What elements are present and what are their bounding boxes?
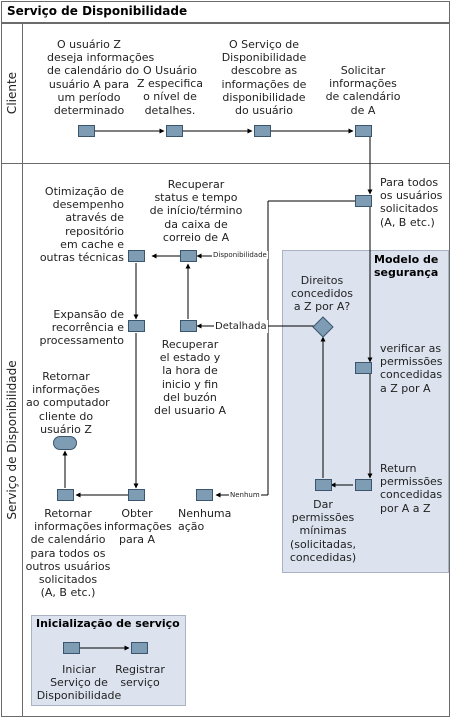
verify-permissions-box: [355, 362, 372, 374]
client-step-request-info: O usuário Z deseja informações de calend…: [47, 38, 155, 118]
step-rights-question: Direitos concedidos a Z por A?: [290, 274, 354, 314]
service-init-panel: [31, 615, 186, 706]
step-return-permissions: Return permissões concedidas por A a Z: [380, 462, 443, 515]
recurrence-box: [128, 320, 145, 332]
retrieve-status-box: [180, 250, 197, 262]
step-return-calendar: Retornar informações de calendário para …: [25, 507, 111, 600]
step-recover-state: Recuperar el estado y la hora de inicio …: [153, 338, 227, 418]
for-all-users-box: [355, 195, 372, 207]
rights-decision-diamond: [312, 316, 334, 338]
security-model-title: Modelo de segurança: [374, 253, 439, 279]
return-to-client-terminator: [53, 436, 77, 450]
recover-state-box: [180, 320, 197, 332]
return-calendar-box: [57, 489, 74, 501]
client-step-box-1: [78, 125, 95, 137]
get-info-box: [128, 489, 145, 501]
step-get-info: Obter informações para A: [104, 507, 172, 547]
client-step-box-4: [355, 125, 372, 137]
edge-label-detailed: Detalhada: [214, 320, 268, 334]
service-lane: [1, 163, 450, 717]
give-min-permissions-box: [315, 479, 332, 491]
client-step-discover: O Serviço de Disponibilidade descobre as…: [221, 38, 307, 118]
edge-label-none: Nenhum: [229, 491, 261, 499]
client-step-box-3: [254, 125, 271, 137]
init-step-start: Iniciar Serviço de Disponibilidade: [36, 663, 122, 703]
step-verify-permissions: verificar as permissões concedidas a Z p…: [380, 342, 443, 395]
step-none-action: Nenhuma ação: [178, 507, 232, 534]
step-return-to-client: Retornar informações ao computador clien…: [26, 370, 110, 436]
client-step-box-2: [166, 125, 183, 137]
init-start-box: [63, 642, 80, 654]
step-recurrence: Expansão de recorrência e processamento: [39, 308, 124, 348]
diagram-title: Serviço de Disponibilidade: [7, 4, 188, 18]
client-lane: [1, 23, 450, 163]
client-step-request-calendar: Solicitar informações de calendário de A: [325, 64, 401, 117]
return-permissions-box: [355, 479, 372, 491]
service-lane-header: Serviço de Disponibilidade: [1, 163, 23, 716]
step-retrieve-status: Recuperar status e tempo de início/térmi…: [149, 178, 243, 244]
step-give-min-permissions: Dar permissões mínimas (solicitadas, con…: [289, 498, 357, 564]
security-model-panel: [282, 250, 449, 573]
step-for-all-users: Para todos os usuários solicitados (A, B…: [380, 176, 443, 229]
init-register-box: [131, 642, 148, 654]
optimization-box: [128, 250, 145, 262]
edge-label-availability: Disponibilidade: [212, 251, 268, 259]
diagram-header: Serviço de Disponibilidade: [1, 1, 450, 23]
client-lane-header: Cliente: [1, 23, 23, 163]
client-step-detail-level: O Usuário Z especifica o nível de detalh…: [136, 64, 204, 117]
init-step-register: Registrar serviço: [115, 663, 165, 690]
service-init-title: Inicialização de serviço: [36, 617, 180, 630]
none-action-box: [196, 489, 213, 501]
step-optimization: Otimização de desempenho através de repo…: [39, 185, 124, 265]
